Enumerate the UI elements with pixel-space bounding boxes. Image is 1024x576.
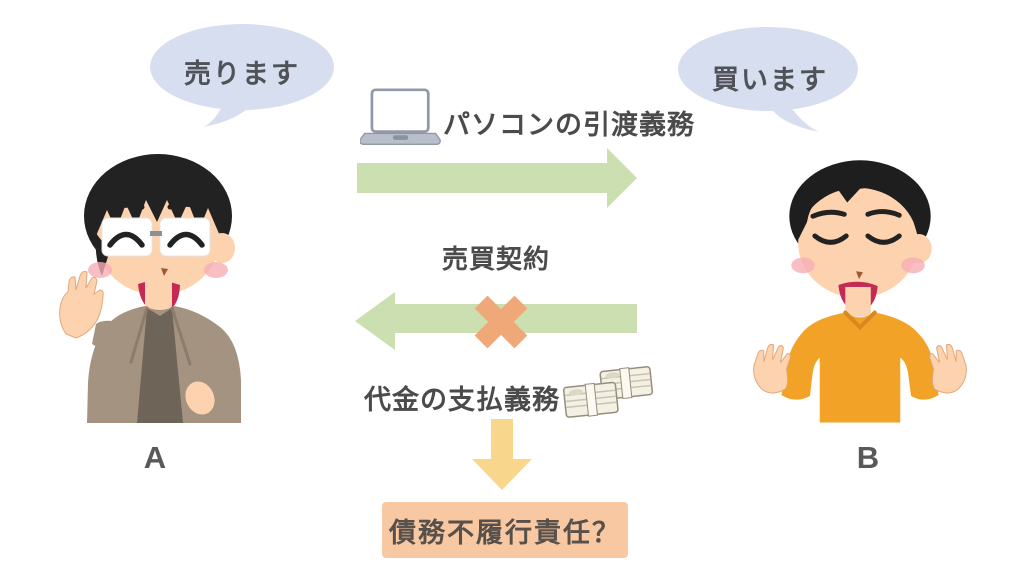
person-a-head <box>84 154 235 314</box>
speech-bubble-seller <box>150 24 334 127</box>
delivery-obligation-label: パソコンの引渡義務 <box>443 110 695 140</box>
person-b-body <box>753 286 967 423</box>
person-b-illustration <box>753 160 967 423</box>
seller-bubble-text: 売ります <box>184 59 300 89</box>
person-a-raised-hand <box>59 271 104 339</box>
payment-obligation-label: 代金の支払義務 <box>364 385 560 415</box>
default-liability-text: 債務不履行責任？ <box>389 517 621 548</box>
person-a-eyes <box>107 231 145 248</box>
person-a-nose <box>161 268 168 276</box>
person-a-illustration <box>59 154 241 423</box>
party-a-label: A <box>143 440 167 475</box>
cross-x-icon <box>474 295 528 349</box>
person-b-nose <box>856 271 863 280</box>
default-liability-box: 債務不履行責任？ <box>382 502 628 558</box>
laptop-icon <box>360 88 441 146</box>
person-b-eyebrows <box>810 209 847 219</box>
arrow-down-icon <box>472 419 532 490</box>
person-a-eyebrows <box>107 202 145 213</box>
person-b-closed-eyes <box>812 233 849 245</box>
buyer-bubble-text: 買います <box>712 65 828 95</box>
speech-bubble-buyer <box>678 27 858 132</box>
person-a-right-hand <box>185 381 215 415</box>
arrow-right-icon <box>357 148 637 208</box>
contract-label: 売買契約 <box>441 244 550 274</box>
money-stack-icon <box>562 366 654 418</box>
person-b-right-hand <box>929 343 967 394</box>
person-b-left-hand <box>753 343 791 394</box>
person-a-body <box>59 271 241 423</box>
party-b-label: B <box>856 440 880 475</box>
